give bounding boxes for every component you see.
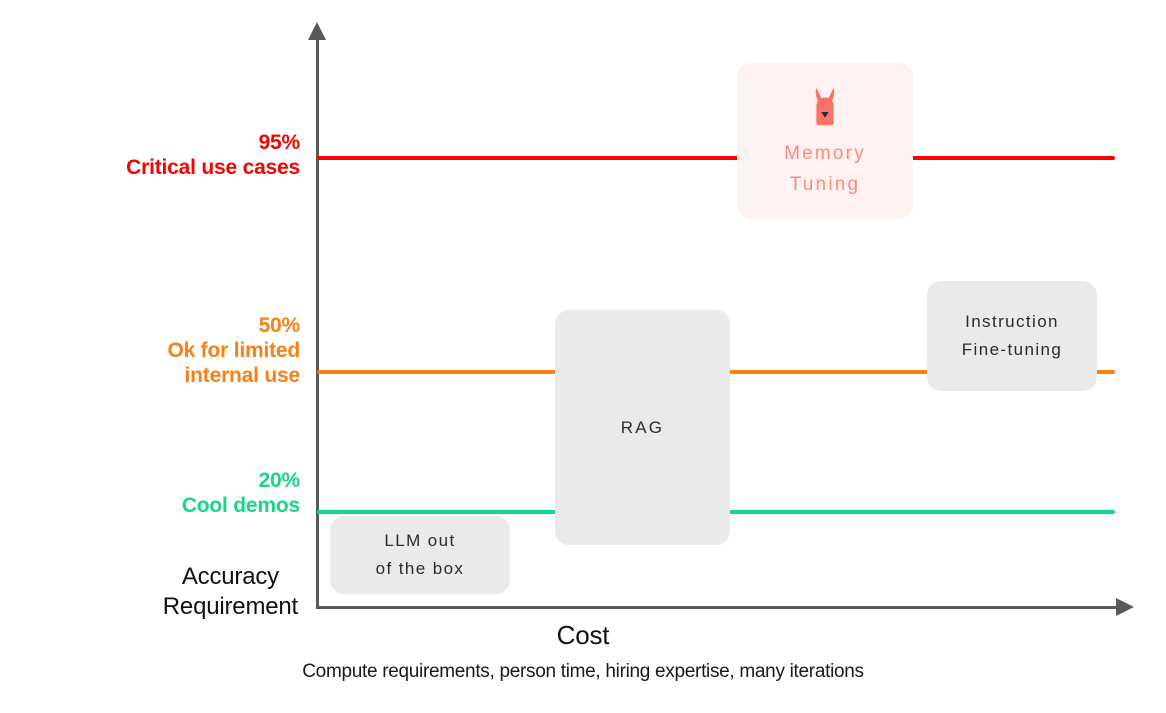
option-label-llm-line2: of the box — [375, 559, 465, 578]
y-axis-title: Accuracy Requirement — [163, 562, 298, 622]
option-box-instruction-fine-tuning: Instruction Fine-tuning — [927, 281, 1097, 391]
y-axis-title-line2: Requirement — [162, 593, 298, 621]
threshold-percent-20: 20% — [258, 469, 301, 492]
y-axis-title-line1: Accuracy — [181, 563, 279, 590]
y-axis-line — [316, 36, 319, 609]
llama-icon — [810, 87, 840, 127]
threshold-percent-95: 95% — [258, 131, 301, 154]
x-axis-line — [316, 606, 1118, 609]
option-label-ift-line1: Instruction — [965, 312, 1059, 332]
option-label-memory-tuning: Memory Tuning — [784, 139, 866, 201]
x-axis-title: Cost — [556, 620, 610, 650]
threshold-desc-50-line1: Ok for limited — [167, 339, 300, 363]
threshold-percent-50: 50% — [258, 314, 301, 337]
option-label-memory-line1: Memory — [784, 143, 866, 164]
threshold-desc-95: Critical use cases — [126, 156, 300, 180]
option-label-llm-line1: LLM out — [384, 531, 456, 551]
threshold-line-95 — [317, 156, 1115, 160]
x-axis-arrow-icon — [1116, 598, 1134, 616]
x-axis-subtitle: Compute requirements, person time, hirin… — [302, 661, 864, 682]
option-box-rag: RAG — [555, 310, 730, 545]
option-box-llm-out-of-the-box: LLM out of the box — [330, 516, 510, 594]
y-axis-arrow-icon — [308, 22, 326, 40]
option-label-memory-line2: Tuning — [789, 173, 861, 195]
threshold-label-50: 50% Ok for limited internal use — [167, 313, 300, 389]
threshold-desc-20: Cool demos — [181, 494, 300, 518]
threshold-label-95: 95% Critical use cases — [126, 130, 300, 180]
option-box-memory-tuning: Memory Tuning — [737, 63, 913, 219]
threshold-label-20: 20% Cool demos — [182, 468, 300, 518]
option-label-rag: RAG — [620, 417, 665, 437]
option-label-ift-line2: Fine-tuning — [961, 340, 1063, 359]
threshold-desc-50-line2: internal use — [184, 364, 301, 388]
